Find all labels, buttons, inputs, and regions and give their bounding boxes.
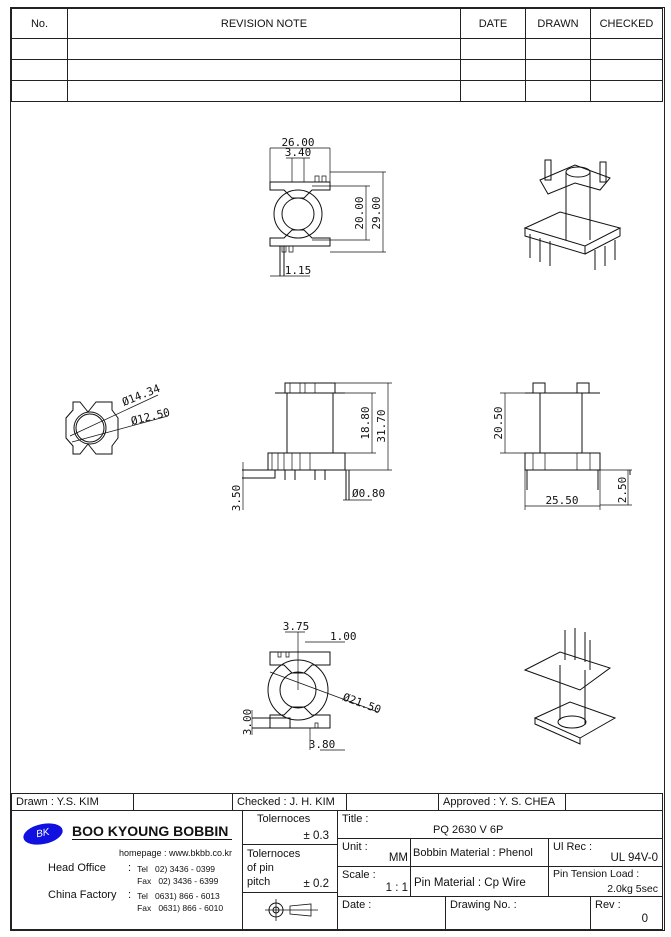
dim-inner-height: 20.00 [353,196,366,229]
drawn-by-text: Drawn : Y.S. KIM [16,796,99,808]
projection-symbol-cell [242,892,338,930]
head-office-fax: Fax 02) 3436 - 6399 [137,876,219,886]
head-office-tel: Tel 02) 3436 - 0399 [137,864,216,874]
rev-cell: Rev : 0 [590,896,663,930]
unit-label: Unit : [342,841,368,853]
title-value: PQ 2630 V 6P [433,824,504,836]
approved-by-text: Approved : Y. S. CHEA [443,796,556,808]
dim-body-width: 20.50 [492,406,505,439]
scale-label: Scale : [342,869,376,881]
scale-cell: Scale : 1 : 1 [337,866,411,897]
approved-by: Approved : Y. S. CHEA [438,793,566,811]
colon: : [128,862,132,874]
pin-tolerance-label-3: pitch [247,876,271,888]
dim-total-height: 31.70 [375,409,388,442]
blank-cell [565,793,663,811]
drawing-no-label: Drawing No. : [450,899,517,911]
blank-cell [133,793,233,811]
end-view: Ø14.34 Ø12.50 [65,382,172,455]
date-label: Date : [342,899,372,911]
table-row [11,38,663,60]
company-homepage: homepage : www.bkbb.co.kr [118,848,232,858]
bottom-view: 3.75 1.00 Ø21.50 3.00 3.80 [241,620,383,751]
pin-material-cell: Pin Material : Cp Wire [410,866,549,897]
dim-slot-width: 3.75 [283,620,310,633]
checked-by-text: Checked : J. H. KIM [237,796,335,808]
dim-slot: 3.40 [285,146,312,159]
bobbin-material-cell: Bobbin Material : Phenol [410,838,549,867]
scale-value: 1 : 1 [385,882,408,894]
unit-cell: Unit : MM [337,838,411,867]
title-label: Title : [342,813,369,825]
china-factory-fax: Fax 0631) 866 - 6010 [137,903,224,913]
ul-rec-value: UL 94V-0 [610,852,658,864]
head-office-contact: Head Office : Tel 02) 3436 - 0399 Fax 02… [48,862,218,887]
header-revision-note: REVISION NOTE [67,8,461,39]
tolerance-value: ± 0.3 [303,830,330,842]
dim-flange-diameter: Ø21.50 [341,691,383,717]
side-view: 20.50 25.50 2.50 [492,382,632,510]
checked-by: Checked : J. H. KIM [232,793,347,811]
rev-value: 0 [641,913,648,925]
table-row [11,80,663,102]
unit-value: MM [388,852,408,864]
tolerance-label: Tolernoces [257,813,311,825]
top-view: 26.00 3.40 20.00 29.00 1.15 [269,136,386,277]
drawing-frame [10,7,665,931]
cell [590,80,663,102]
dim-base-width: 25.50 [545,494,578,507]
drawing-no-cell: Drawing No. : [445,896,591,930]
dim-pin-pitch: 3.80 [309,738,336,751]
dim-standoff: 2.50 [616,477,629,504]
third-angle-projection-icon [265,899,318,921]
isometric-view-1 [523,159,622,270]
dim-tab: 3.00 [241,709,254,736]
dim-height: 29.00 [370,196,383,229]
china-factory-tel: Tel 0631) 866 - 6013 [137,891,220,901]
head-office-label: Head Office [48,862,106,874]
pin-material: Pin Material : Cp Wire [414,877,526,889]
china-factory-contact: China Factory : Tel 0631) 866 - 6013 Fax… [48,889,223,914]
head-office-numbers: Tel 02) 3436 - 0399 Fax 02) 3436 - 6399 [137,862,218,887]
drawn-by: Drawn : Y.S. KIM [11,793,134,811]
company-name: BOO KYOUNG BOBBIN [72,823,233,840]
general-tolerance: Tolernoces ± 0.3 [242,810,338,845]
company-logo: BK [21,820,65,848]
pin-pitch-tolerance: Tolernoces of pin pitch ± 0.2 [242,844,338,893]
pin-tolerance-label-2: of pin [247,862,274,874]
pin-tension-label: Pin Tension Load : [553,868,640,880]
dim-outer-diameter: Ø14.34 [120,382,162,409]
dim-body-height: 18.80 [359,406,372,439]
pin-tolerance-label-1: Tolernoces [247,848,301,860]
date-cell: Date : [337,896,446,930]
isometric-view-2 [523,628,617,745]
dim-pin-diameter: Ø0.80 [352,487,385,500]
table-row [11,59,663,81]
front-view: 18.80 31.70 3.50 Ø0.80 [230,382,392,512]
dim-width: 26.00 [281,136,314,149]
dim-gap: 1.00 [330,630,357,643]
ul-rec-label: Ul Rec : [553,841,593,853]
company-block: BK BOO KYOUNG BOBBIN homepage : www.bkbb… [11,810,243,930]
bobbin-material: Bobbin Material : Phenol [413,847,533,859]
title-cell: Title : PQ 2630 V 6P [337,810,663,839]
china-factory-label: China Factory [48,889,117,901]
revision-header-row: No. REVISION NOTE DATE DRAWN CHECKED [11,8,663,39]
dim-pin-length: 3.50 [230,485,243,512]
pin-tension-value: 2.0kg 5sec [607,883,658,895]
ul-rec-cell: Ul Rec : UL 94V-0 [548,838,663,867]
colon: : [128,889,132,901]
pin-tension-cell: Pin Tension Load : 2.0kg 5sec [548,866,663,897]
china-factory-numbers: Tel 0631) 866 - 6013 Fax 0631) 866 - 601… [137,889,223,914]
rev-label: Rev : [595,899,621,911]
revision-table: No. REVISION NOTE DATE DRAWN CHECKED [11,8,663,102]
pin-tolerance-value: ± 0.2 [303,878,330,890]
dim-pin: 1.15 [285,264,312,277]
dim-inner-diameter: Ø12.50 [130,406,172,428]
blank-cell [346,793,439,811]
